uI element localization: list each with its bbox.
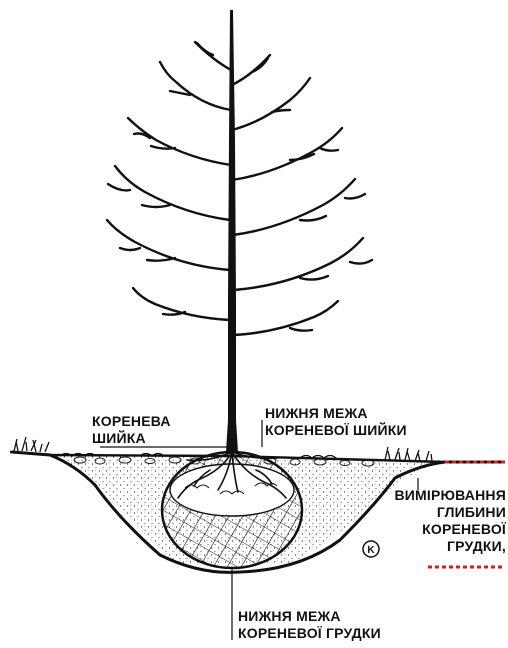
root-collar-label-line-1: КОРЕНЕВА [92, 413, 171, 430]
tree-trunk [226, 10, 238, 452]
copyright-letter: K [367, 545, 375, 556]
tree-branches [107, 42, 372, 335]
root-ball [162, 452, 302, 568]
depth-measurement-line-3: КОРЕНЕВОЇ [394, 521, 506, 538]
copyright-mark: K [363, 541, 379, 557]
rootball-lower-bound-label: НИЖНЯ МЕЖА КОРЕНЕВОЇ ГРУДКИ [238, 608, 381, 642]
collar-lower-bound-line-1: НИЖНЯ МЕЖА [265, 405, 407, 422]
root-collar-label: КОРЕНЕВА ШИЙКА [92, 413, 171, 447]
depth-measurement-line-1: ВИМІРЮВАННЯ [394, 487, 506, 504]
depth-measurement-line-4: ГРУДКИ, [394, 538, 506, 555]
root-collar-label-line-2: ШИЙКА [92, 430, 171, 447]
collar-lower-bound-label: НИЖНЯ МЕЖА КОРЕНЕВОЇ ШИЙКИ [265, 405, 407, 439]
depth-measurement-line-2: ГЛИБИНИ [394, 504, 506, 521]
rootball-lower-bound-line-2: КОРЕНЕВОЇ ГРУДКИ [238, 625, 381, 642]
rootball-lower-bound-line-1: НИЖНЯ МЕЖА [238, 608, 381, 625]
depth-measurement-label: ВИМІРЮВАННЯ ГЛИБИНИ КОРЕНЕВОЇ ГРУДКИ, [394, 487, 506, 555]
collar-lower-bound-line-2: КОРЕНЕВОЇ ШИЙКИ [265, 422, 407, 439]
